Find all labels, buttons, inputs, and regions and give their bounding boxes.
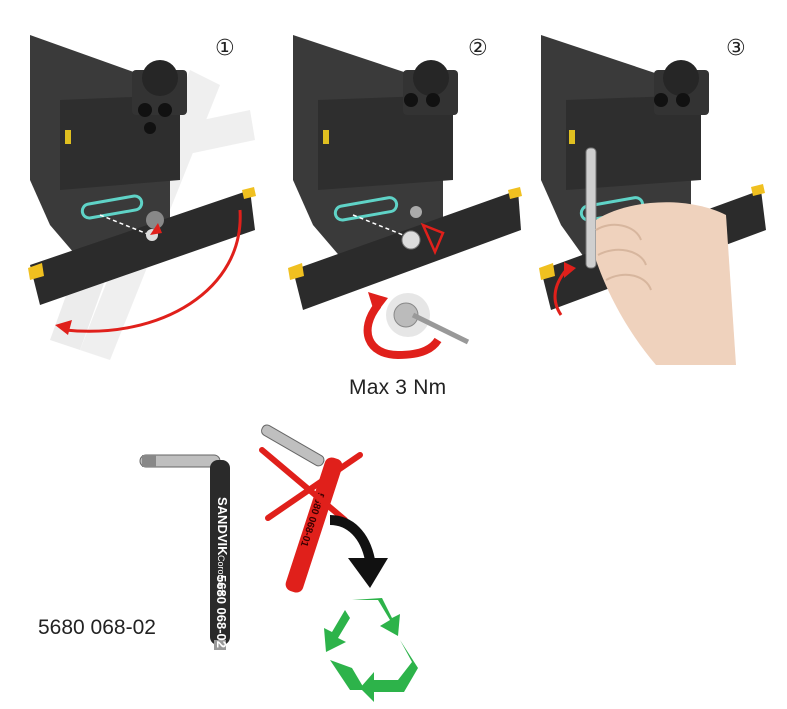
recycle-icon	[324, 598, 418, 702]
coolant-slot	[80, 194, 144, 220]
cutting-insert	[242, 187, 256, 199]
torque-arrow-icon	[363, 302, 442, 360]
rotation-arrow-icon	[64, 209, 242, 333]
parting-blade	[293, 190, 521, 310]
step-number: ①	[215, 36, 235, 61]
step-2-illustration	[288, 35, 522, 360]
new-key: SANDVIK Coromant 5680 068-02	[139, 454, 230, 650]
discard-arrow-icon	[329, 515, 388, 588]
step-number: ③	[726, 36, 746, 61]
key-sub-brand: Coromant	[216, 555, 226, 595]
step-3-illustration	[539, 35, 766, 365]
key-brand: SANDVIK	[215, 497, 230, 556]
step-3-panel: ③	[536, 30, 781, 370]
step-1-illustration	[28, 35, 256, 360]
rotation-arrow-icon	[553, 269, 568, 316]
key-part-number: 5680 068-02	[38, 616, 156, 639]
step-number: ②	[468, 36, 488, 61]
cross-out-icon	[259, 447, 363, 523]
coolant-slot	[333, 196, 399, 222]
step-2-panel: ② Max 3 Nm	[283, 30, 528, 399]
parting-blade	[30, 190, 255, 305]
torque-caption: Max 3 Nm	[349, 376, 447, 399]
cutting-insert	[28, 263, 44, 280]
hand	[596, 202, 736, 365]
key-marking: 5680 068-02	[214, 575, 229, 648]
key-in-use	[585, 147, 597, 269]
step-1-panel: ①	[20, 30, 260, 360]
